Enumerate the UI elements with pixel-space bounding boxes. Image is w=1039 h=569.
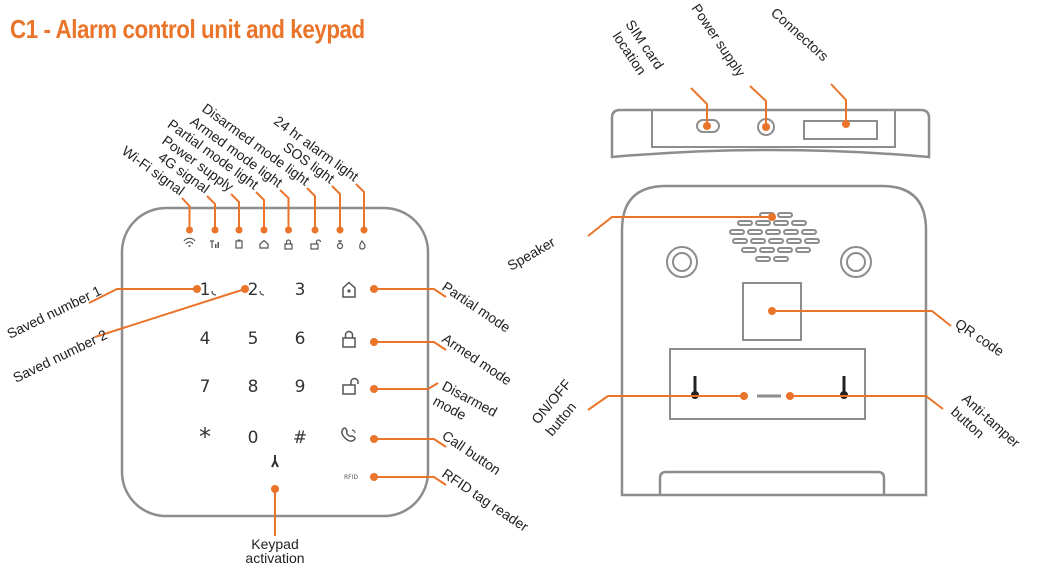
label-power-supply-top: Power supply (689, 1, 749, 80)
key-6[interactable]: 6 (295, 329, 306, 349)
key-4[interactable]: 4 (200, 329, 211, 349)
top-view-body (610, 108, 931, 159)
label-partial-mode: Partial mode (439, 278, 513, 335)
led-labels: Wi-Fi signal 4G signal Power supply Part… (119, 100, 362, 198)
led-leaders (181, 183, 368, 234)
label-keypad-activation-2: activation (245, 550, 304, 566)
key-hash[interactable]: # (293, 428, 307, 448)
key-2[interactable]: 2 (248, 280, 259, 300)
lock-open-icon (310, 239, 322, 250)
disarmed-lock-icon[interactable] (342, 377, 359, 395)
top-leaders (690, 83, 850, 131)
key-3[interactable]: 3 (295, 280, 306, 300)
label-saved-number-2: Saved number 2 (10, 326, 110, 386)
speaker-grille (729, 212, 820, 262)
key-star[interactable]: * (199, 423, 211, 451)
key-8[interactable]: 8 (248, 377, 259, 397)
partial-mode-icon[interactable] (342, 281, 356, 298)
lock-closed-icon (284, 239, 293, 250)
keypad-keys: 1 2 3 4 5 6 7 8 9 * 0 # (199, 280, 307, 451)
battery-cover (669, 348, 866, 420)
key-5[interactable]: 5 (248, 329, 259, 349)
key-7[interactable]: 7 (200, 377, 211, 397)
rfid-icon[interactable]: RFID (344, 474, 358, 481)
key-1[interactable]: 1 (200, 280, 211, 300)
back-leaders (587, 213, 952, 411)
key-9[interactable]: 9 (295, 377, 306, 397)
keypad-body (120, 206, 430, 518)
activation-icon[interactable] (271, 455, 279, 468)
label-keypad-activation-1: Keypad (251, 536, 298, 552)
call-icon[interactable] (341, 427, 356, 442)
signal-4g-icon (210, 240, 219, 248)
connector-block (803, 120, 878, 140)
key-leaders (88, 285, 447, 536)
label-connectors: Connectors (768, 4, 832, 64)
fire-icon (359, 239, 366, 250)
home-icon (259, 239, 269, 249)
status-icons (183, 237, 366, 250)
phone-icon (211, 290, 217, 296)
power-supply-icon (235, 239, 243, 249)
label-rfid-tag-reader: RFID tag reader (439, 465, 531, 535)
diagram-title: C1 - Alarm control unit and keypad (10, 14, 365, 44)
phone-icon (259, 290, 265, 296)
top-view-recess (651, 109, 896, 148)
wifi-icon (183, 237, 196, 247)
key-0[interactable]: 0 (248, 428, 259, 448)
sos-icon (336, 240, 344, 250)
label-speaker: Speaker (505, 234, 558, 274)
back-view-foot (658, 470, 886, 495)
mount-holes (666, 246, 872, 278)
label-qr-code: QR code (952, 315, 1007, 359)
back-view-body (620, 184, 928, 497)
armed-lock-icon[interactable] (342, 330, 356, 348)
